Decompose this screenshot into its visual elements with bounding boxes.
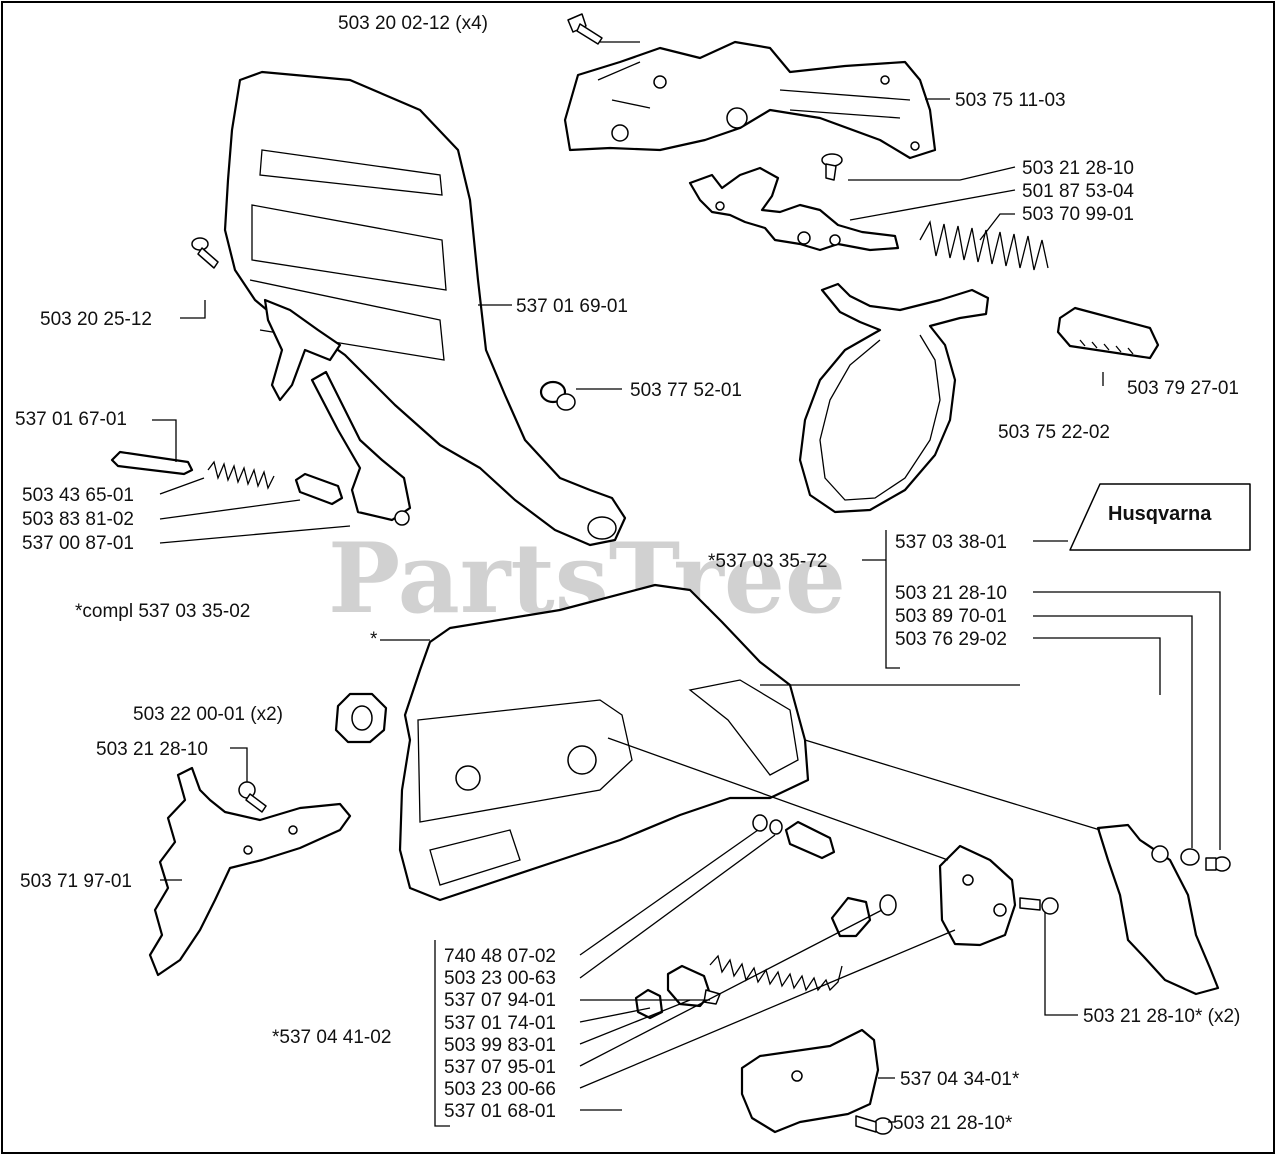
callout-503-21-28-10-a: 503 21 28-10 xyxy=(1022,158,1134,179)
callout-537-01-67-01: 537 01 67-01 xyxy=(15,409,127,430)
callout-501-87-53-04: 501 87 53-04 xyxy=(1022,181,1134,202)
part-guide-sleeve xyxy=(1056,306,1160,360)
callout-503-21-28-10-c: 503 21 28-10 xyxy=(96,739,208,760)
part-spring-left xyxy=(207,460,275,490)
callout-503-20-02-12: 503 20 02-12 (x4) xyxy=(338,13,488,34)
part-tension-plate xyxy=(938,844,1017,947)
part-clutch-cover xyxy=(398,583,810,902)
callout-503-71-97-01: 503 71 97-01 xyxy=(20,871,132,892)
callout-503-89-70-01: 503 89 70-01 xyxy=(895,606,1007,627)
callout-503-79-27-01: 503 79 27-01 xyxy=(1127,378,1239,399)
part-o-ring xyxy=(879,894,897,916)
part-linkage xyxy=(310,370,412,526)
part-decal: Husqvarna xyxy=(1069,483,1251,551)
callout-503-75-11-03: 503 75 11-03 xyxy=(955,90,1066,111)
part-screw-plate xyxy=(1019,897,1059,915)
callout-asterisk: * xyxy=(370,629,378,650)
part-screw-bottom xyxy=(855,1115,893,1135)
callout-503-23-00-66: 503 23 00-66 xyxy=(444,1079,556,1100)
callout-537-03-38-01: 537 03 38-01 xyxy=(895,532,1007,553)
callout-503-75-22-02: 503 75 22-02 xyxy=(998,422,1110,443)
part-small-nut xyxy=(634,988,664,1020)
part-pin xyxy=(294,472,344,506)
callout-537-07-95-01: 537 07 95-01 xyxy=(444,1057,556,1078)
callout-537-04-41-02: *537 04 41-02 xyxy=(272,1027,391,1048)
callout-503-20-25-12: 503 20 25-12 xyxy=(40,309,152,330)
leader-lines xyxy=(152,41,1221,1127)
callout-503-21-28-10-star: 503 21 28-10* xyxy=(893,1113,1013,1134)
part-screw-lever xyxy=(821,153,843,181)
part-rear-handguard xyxy=(148,766,352,977)
callout-503-43-65-01: 503 43 65-01 xyxy=(22,485,134,506)
callout-503-99-83-01: 503 99 83-01 xyxy=(444,1035,556,1056)
callout-740-48-07-02: 740 48 07-02 xyxy=(444,946,556,967)
callout-537-04-34-01: 537 04 34-01* xyxy=(900,1069,1020,1090)
callout-503-76-29-02: 503 76 29-02 xyxy=(895,629,1007,650)
callout-503-83-81-02: 503 83 81-02 xyxy=(22,509,134,530)
watermark-tm: ™ xyxy=(895,537,905,548)
husqvarna-logo: Husqvarna xyxy=(1108,503,1212,525)
part-washer-small xyxy=(752,814,783,835)
callout-503-22-00-01: 503 22 00-01 (x2) xyxy=(133,704,283,725)
callout-537-01-69-01: 537 01 69-01 xyxy=(516,296,628,317)
callout-compl-537-03-35-02: *compl 537 03 35-02 xyxy=(75,601,250,622)
part-screw-top xyxy=(567,13,603,45)
part-nut xyxy=(334,692,388,744)
callout-537-00-87-01: 537 00 87-01 xyxy=(22,533,134,554)
part-rear-plate xyxy=(1096,823,1220,996)
part-top-guard-plate xyxy=(563,40,937,160)
callout-537-01-68-01: 537 01 68-01 xyxy=(444,1101,556,1122)
part-handguard-arm xyxy=(263,298,342,402)
part-front-handguard xyxy=(223,70,627,547)
part-spring-top xyxy=(919,220,1049,271)
callout-537-01-74-01: 537 01 74-01 xyxy=(444,1013,556,1034)
callout-503-70-99-01: 503 70 99-01 xyxy=(1022,204,1134,225)
part-brake-band xyxy=(798,282,990,514)
callout-503-21-28-10-b: 503 21 28-10 xyxy=(895,583,1007,604)
part-bushing xyxy=(539,380,576,411)
part-chain-cover-plate xyxy=(740,1028,880,1134)
part-adjuster-knob xyxy=(784,820,836,860)
part-screw-rear xyxy=(238,781,267,813)
callout-537-03-35-72: *537 03 35-72 xyxy=(708,551,827,572)
callout-503-23-00-63: 503 23 00-63 xyxy=(444,968,556,989)
callout-537-07-94-01: 537 07 94-01 xyxy=(444,990,556,1011)
part-clip xyxy=(110,450,194,476)
part-screw-left xyxy=(191,237,219,269)
callout-labels: 503 20 02-12 (x4) 503 75 11-03 503 21 28… xyxy=(15,13,1240,1134)
part-washer-right xyxy=(1180,848,1231,872)
part-brake-lever xyxy=(688,166,900,252)
callout-503-21-28-10-x2: 503 21 28-10* (x2) xyxy=(1083,1006,1240,1027)
callout-503-77-52-01: 503 77 52-01 xyxy=(630,380,742,401)
